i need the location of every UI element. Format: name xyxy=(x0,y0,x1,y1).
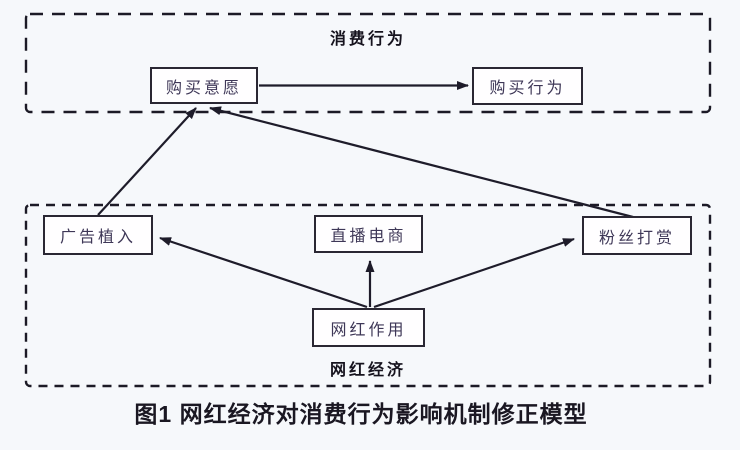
arrow-ad-placement-to-intention xyxy=(97,107,197,216)
arrow-effect-to-ad-placement xyxy=(159,236,368,309)
node-purchase-behavior: 购买行为 xyxy=(472,67,583,105)
node-live-ecommerce: 直播电商 xyxy=(314,215,423,253)
arrow-fan-tipping-to-intention xyxy=(209,106,634,219)
node-ad-placement-label: 广告植入 xyxy=(59,229,136,246)
node-live-ecommerce-label: 直播电商 xyxy=(330,228,407,245)
node-purchase-behavior-label: 购买行为 xyxy=(489,80,566,97)
node-purchase-intention: 购买意愿 xyxy=(150,67,258,104)
node-influencer-effect: 网红作用 xyxy=(312,308,425,347)
node-fan-tipping: 粉丝打赏 xyxy=(582,216,692,255)
influencer-economy-group-title: 网红经济 xyxy=(329,362,406,379)
influencer-economy-group-border xyxy=(24,203,712,388)
node-ad-placement: 广告植入 xyxy=(43,215,153,255)
arrow-effect-to-fan-tipping xyxy=(373,237,575,309)
consumer-behavior-group-border xyxy=(24,12,712,114)
node-influencer-effect-label: 网红作用 xyxy=(330,321,407,339)
consumer-behavior-group-title: 消费行为 xyxy=(329,31,406,48)
node-purchase-intention-label: 购买意愿 xyxy=(165,79,242,97)
figure-caption: 图1 网红经济对消费行为影响机制修正模型 xyxy=(134,401,588,427)
node-fan-tipping-label: 粉丝打赏 xyxy=(598,229,675,247)
